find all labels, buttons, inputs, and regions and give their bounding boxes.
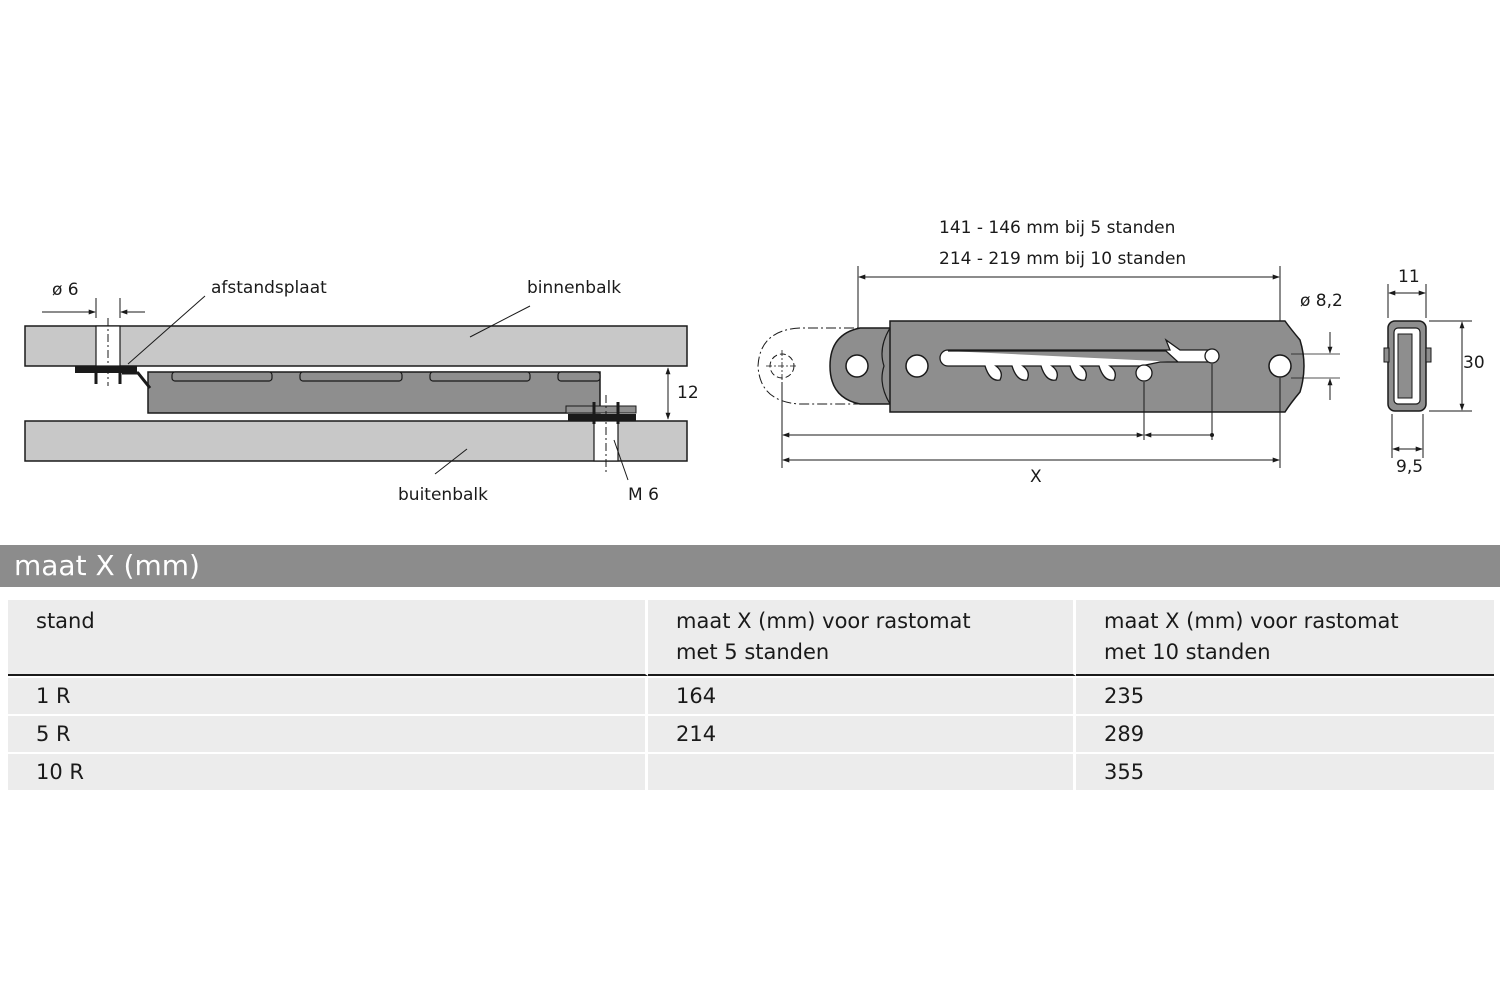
label-length-5-positions: 141 - 146 mm bij 5 standen xyxy=(939,218,1175,238)
label-outer-beam: buitenbalk xyxy=(398,485,488,505)
cell-stand: 1 R xyxy=(8,676,648,714)
label-length-10-positions: 214 - 219 mm bij 10 standen xyxy=(939,249,1186,269)
dimension-table: stand maat X (mm) voor rastomat met 5 st… xyxy=(8,600,1494,790)
label-profile-height-30: 30 xyxy=(1463,353,1485,373)
cell-x-10: 235 xyxy=(1076,676,1494,714)
header-5-line2: met 5 standen xyxy=(676,640,830,664)
section-title: maat X (mm) xyxy=(14,549,200,582)
header-5-line1: maat X (mm) voor rastomat xyxy=(676,609,971,633)
inner-beam xyxy=(24,325,688,367)
mounting-view: ø 6 afstandsplaat binnenbalk buitenbalk … xyxy=(24,278,699,505)
label-diameter-6: ø 6 xyxy=(52,280,79,300)
header-10-line1: maat X (mm) voor rastomat xyxy=(1104,609,1399,633)
profile-section-view: 11 30 9,5 xyxy=(1383,267,1485,477)
technical-drawing: ø 6 afstandsplaat binnenbalk buitenbalk … xyxy=(24,218,1485,505)
notch-slot xyxy=(939,338,1219,381)
cell-stand: 10 R xyxy=(8,752,648,790)
table-header-row: stand maat X (mm) voor rastomat met 5 st… xyxy=(8,600,1494,676)
label-thread-m6: M 6 xyxy=(628,485,659,505)
header-stand-text: stand xyxy=(36,609,95,633)
cell-x-5 xyxy=(648,752,1076,790)
spacer-plate xyxy=(75,366,137,373)
header-stand: stand xyxy=(8,600,648,676)
label-dimension-x: X xyxy=(1030,467,1042,487)
cell-stand: 5 R xyxy=(8,714,648,752)
top-view: 141 - 146 mm bij 5 standen 214 - 219 mm … xyxy=(757,218,1343,487)
cell-x-10: 289 xyxy=(1076,714,1494,752)
label-profile-width-9-5: 9,5 xyxy=(1396,457,1423,477)
cell-x-5: 164 xyxy=(648,676,1076,714)
label-hole-diameter: ø 8,2 xyxy=(1300,291,1343,311)
outer-beam xyxy=(24,420,688,462)
label-profile-width-11: 11 xyxy=(1398,267,1420,287)
header-5-positions: maat X (mm) voor rastomat met 5 standen xyxy=(648,600,1076,676)
cell-x-10: 355 xyxy=(1076,752,1494,790)
table-row: 10 R 355 xyxy=(8,752,1494,790)
header-10-line2: met 10 standen xyxy=(1104,640,1271,664)
label-inner-beam: binnenbalk xyxy=(527,278,621,298)
header-10-positions: maat X (mm) voor rastomat met 10 standen xyxy=(1076,600,1494,676)
section-title-bar: maat X (mm) xyxy=(0,545,1500,587)
table-row: 1 R 164 235 xyxy=(8,676,1494,714)
table-row: 5 R 214 289 xyxy=(8,714,1494,752)
label-spacer-plate: afstandsplaat xyxy=(211,278,327,298)
cell-x-5: 214 xyxy=(648,714,1076,752)
label-gap-12: 12 xyxy=(677,383,699,403)
